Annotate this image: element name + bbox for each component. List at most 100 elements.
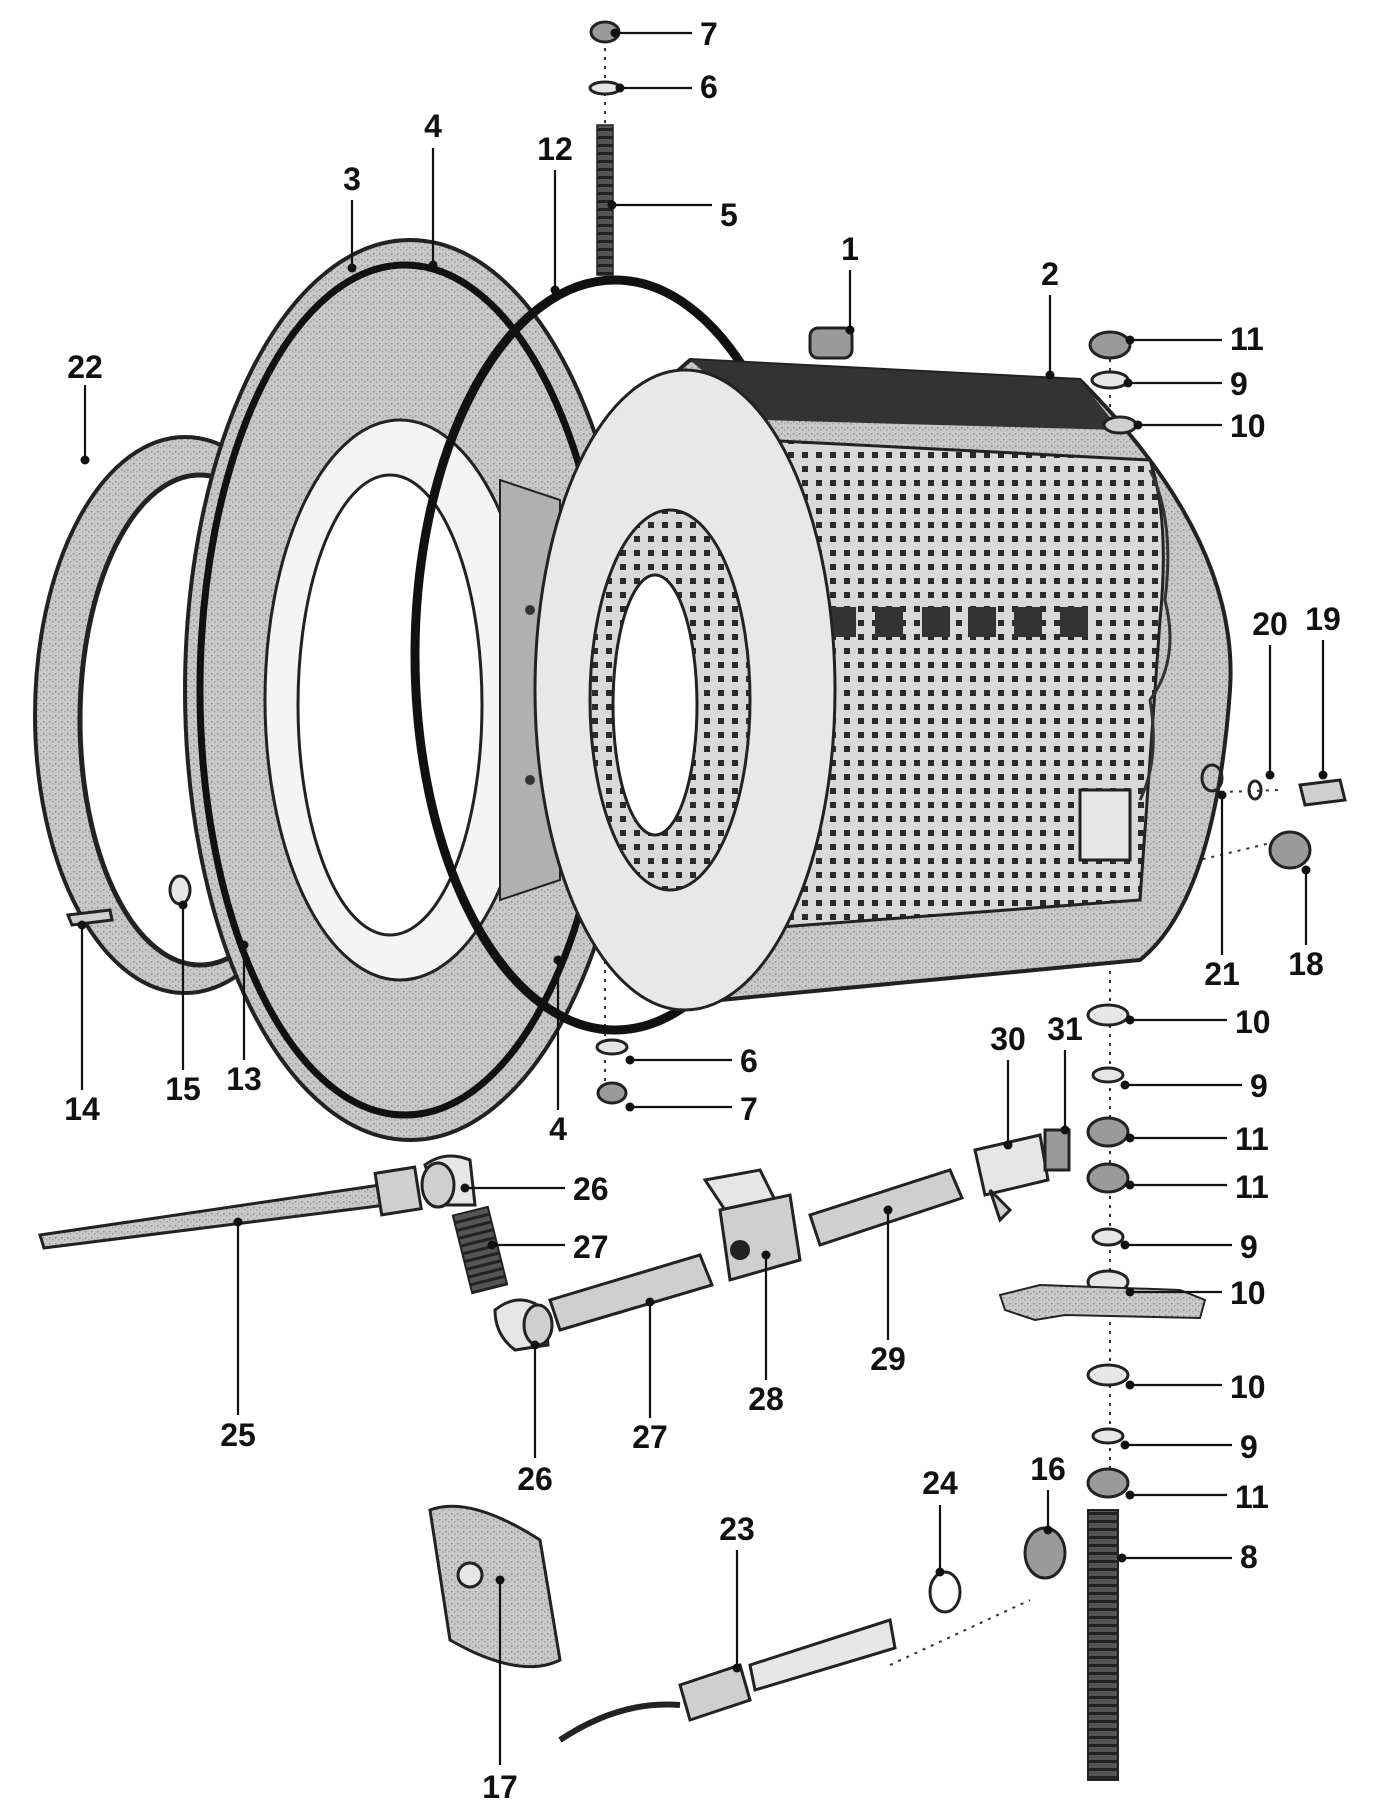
- callout-anchor-c20: [1265, 770, 1275, 780]
- callout-label-c25: 25: [220, 1417, 256, 1453]
- callout-anchor-c1: [845, 325, 855, 335]
- callout-anchor-c23: [732, 1663, 742, 1673]
- callout-anchor-c15: [178, 900, 188, 910]
- callout-anchor-c11c: [1125, 1180, 1135, 1190]
- callout-label-c5: 5: [720, 197, 738, 233]
- callout-anchor-c8: [1117, 1553, 1127, 1563]
- callout-label-c10a: 10: [1230, 408, 1266, 444]
- callout-label-c26b: 26: [517, 1461, 553, 1497]
- callout-label-c16: 16: [1030, 1451, 1066, 1487]
- callout-label-c23: 23: [719, 1511, 755, 1547]
- callout-anchor-c11b: [1125, 1133, 1135, 1143]
- callout-anchor-c30: [1003, 1140, 1013, 1150]
- callout-label-c3: 3: [343, 161, 361, 197]
- callout-label-c11c: 11: [1235, 1169, 1269, 1205]
- callout-label-c7a: 7: [700, 16, 718, 52]
- callout-label-c9c: 9: [1240, 1229, 1258, 1265]
- callout-label-c10b: 10: [1235, 1004, 1271, 1040]
- callout-anchor-c27b: [645, 1297, 655, 1307]
- callout-label-c30: 30: [990, 1021, 1026, 1057]
- part-16-nut: [1023, 1526, 1067, 1580]
- callout-label-c20: 20: [1252, 606, 1288, 642]
- callout-label-c26a: 26: [573, 1171, 609, 1207]
- callout-label-c7b: 7: [740, 1091, 758, 1127]
- part-23-thermostat-probe: [558, 1618, 897, 1743]
- callout-anchor-c9d: [1120, 1440, 1130, 1450]
- part-28-valve-body: [702, 1168, 802, 1282]
- callout-label-c4b: 4: [549, 1111, 567, 1147]
- callout-label-c11d: 11: [1235, 1479, 1269, 1515]
- callout-label-c29: 29: [870, 1341, 906, 1377]
- callout-label-c11b: 11: [1235, 1121, 1269, 1157]
- callout-anchor-c2: [1045, 370, 1055, 380]
- callout-label-c13: 13: [226, 1061, 262, 1097]
- callout-anchor-c7a: [610, 28, 620, 38]
- callout-anchor-c10d: [1125, 1380, 1135, 1390]
- callout-anchor-c31: [1060, 1125, 1070, 1135]
- callout-label-c2: 2: [1041, 256, 1059, 292]
- callout-anchor-c19: [1318, 770, 1328, 780]
- callout-anchor-c4a: [428, 260, 438, 270]
- callout-label-c10d: 10: [1230, 1369, 1266, 1405]
- callout-anchor-c9b: [1120, 1080, 1130, 1090]
- callout-anchor-c9a: [1123, 378, 1133, 388]
- callout-anchor-c28: [761, 1250, 771, 1260]
- callout-label-c27a: 27: [573, 1229, 609, 1265]
- part-1-drum-tub: [533, 326, 1233, 1012]
- callout-anchor-c9c: [1120, 1240, 1130, 1250]
- callout-anchor-c14: [77, 920, 87, 930]
- callout-label-c4a: 4: [424, 108, 442, 144]
- drum-lifter-slots: [828, 607, 1088, 637]
- callout-label-c9a: 9: [1230, 366, 1248, 402]
- callout-label-c31: 31: [1047, 1011, 1083, 1047]
- callout-anchor-c17: [495, 1575, 505, 1585]
- callout-label-c17: 17: [482, 1769, 518, 1805]
- part-25-spray-pipe: [38, 1165, 423, 1250]
- callout-anchor-c25: [233, 1217, 243, 1227]
- part-31-union-nut: [1043, 1128, 1071, 1172]
- callout-anchor-c24: [935, 1567, 945, 1577]
- part-27-nipple-long: [548, 1253, 715, 1332]
- callout-anchor-c21: [1217, 790, 1227, 800]
- callout-anchor-c26b: [530, 1340, 540, 1350]
- callout-anchor-c3: [347, 263, 357, 273]
- callout-label-c12: 12: [537, 131, 573, 167]
- part-30-strainer: [973, 1133, 1050, 1223]
- callout-anchor-c10b: [1125, 1015, 1135, 1025]
- callout-anchor-c22: [80, 455, 90, 465]
- callout-anchor-c6b: [625, 1055, 635, 1065]
- right-hardware-stack: [998, 330, 1207, 1781]
- callout-label-c11a: 11: [1230, 321, 1264, 357]
- part-27-nipple-short: [451, 1205, 509, 1295]
- callout-anchor-c13: [239, 940, 249, 950]
- callout-label-c22: 22: [67, 349, 103, 385]
- callout-label-c14: 14: [64, 1091, 100, 1127]
- callout-anchor-c29: [883, 1205, 893, 1215]
- callout-anchor-c6a: [615, 83, 625, 93]
- callout-anchor-c27a: [487, 1240, 497, 1250]
- part-14-bolt: [65, 908, 114, 927]
- callout-anchor-c10a: [1133, 420, 1143, 430]
- callout-anchor-c7b: [625, 1102, 635, 1112]
- callout-anchor-c18: [1301, 865, 1311, 875]
- callout-label-c24: 24: [922, 1465, 958, 1501]
- callout-label-c28: 28: [748, 1381, 784, 1417]
- part-15-washer: [168, 874, 192, 906]
- callout-anchor-c11a: [1125, 335, 1135, 345]
- part-17-heating-element-plate: [428, 1504, 562, 1669]
- callout-label-c10c: 10: [1230, 1275, 1266, 1311]
- part-26-elbow-fitting-top: [420, 1154, 477, 1209]
- callout-label-c21: 21: [1204, 956, 1240, 992]
- top-stud-assembly: [588, 20, 629, 1105]
- callout-label-c9d: 9: [1240, 1429, 1258, 1465]
- part-24-washer: [928, 1570, 962, 1614]
- callout-label-c8: 8: [1240, 1539, 1258, 1575]
- callout-label-c6b: 6: [740, 1043, 758, 1079]
- callout-anchor-c11d: [1125, 1490, 1135, 1500]
- callout-label-c6a: 6: [700, 69, 718, 105]
- callout-anchor-c10c: [1125, 1287, 1135, 1297]
- callout-label-c18: 18: [1288, 946, 1324, 982]
- callout-label-c15: 15: [165, 1071, 201, 1107]
